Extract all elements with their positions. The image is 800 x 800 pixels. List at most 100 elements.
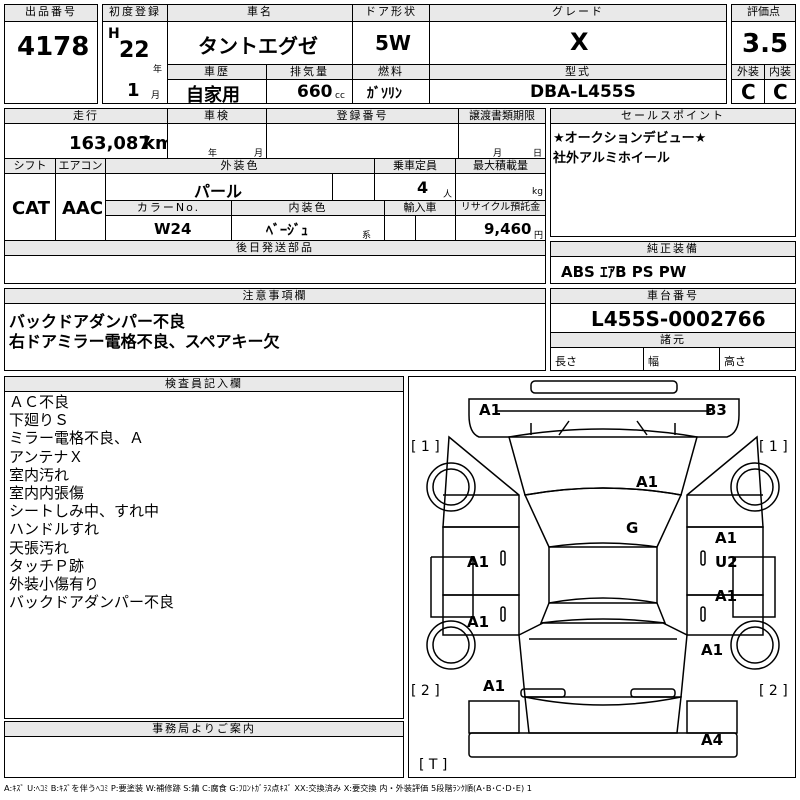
notes-label: 注意事項欄 [4,288,546,304]
mileage-unit: km [143,133,167,154]
equip: ABS ｴｱB PS PW [561,263,687,281]
mark-right-front-door: A1 [715,529,738,547]
fuel-label: 燃料 [352,64,430,80]
int-score: C [773,80,788,104]
equip-label: 純正装備 [550,241,796,257]
mid-block: 走行 163,087 km 車検 年 月 登録番号 譲渡書類期限 月 日 シフト… [4,108,546,284]
inspection-label: 車検 [167,108,267,124]
recycle-label: リサイクル預託金 [455,200,546,216]
notes-line-1: バックドアダンパー不良 [9,312,186,331]
inspector-line: 天張汚れ [9,538,70,557]
shift-cell: CAT [4,173,56,241]
car-diagram: [ 1 ] [ 1 ] [ 2 ] [ 2 ] [ T ] A1 B3 A1 G… [408,376,796,778]
model: DBA-L455S [530,82,636,102]
intcolor-unit: 系 [362,231,372,241]
inspector-line: バックドアダンパー不良 [9,593,175,612]
sales-line-1: ★オークションデビュー★ [553,131,707,146]
intcolor-label: 内装色 [231,200,385,216]
history: 自家用 [186,85,240,104]
transfer-label: 譲渡書類期限 [458,108,546,124]
fuel: ｶﾞｿﾘﾝ [367,86,402,102]
seats: 4 [417,178,429,197]
transfer-day-unit: 日 [533,149,543,159]
seats-cell: 4 人 [374,173,456,201]
import-cell-2 [415,215,456,241]
int-label: 内装 [764,64,796,80]
inspector-line: 外装小傷有り [9,575,100,594]
inspector-line: タッチＰ跡 [9,556,85,575]
width-label: 幅 [648,355,659,368]
inspector-line: ミラー電格不良、Ａ [9,429,145,448]
history-label: 車歴 [167,64,267,80]
mileage-cell: 163,087 km [4,123,168,159]
colorno-label: カラーNo. [105,200,232,216]
recycle: 9,460 [484,220,532,238]
mark-right-front-door-2: U2 [715,553,738,571]
shift: CAT [12,198,51,219]
tire-label-fl: [ 1 ] [411,439,440,455]
height-label: 高さ [724,355,746,368]
insp-year-unit: 年 [208,149,218,159]
lot-label: 出品番号 [4,4,98,22]
reg-month: 1 [127,80,140,101]
disp-unit: cc [335,91,345,101]
header-block: 出品番号 4178 初度登録 H 22 年 1 月 車名 タントエグゼ ドア形状… [4,4,796,104]
door-type: 5W [375,31,411,55]
era: H [108,26,120,42]
transfer-cell: 月 日 [458,123,546,159]
intcolor-cell: ﾍﾞｰｼﾞｭ 系 [231,215,385,241]
mark-front-left: A1 [479,401,502,419]
year-unit: 年 [153,65,163,75]
colorno: W24 [154,220,192,238]
tire-label-spare: [ T ] [419,757,448,773]
mark-rear-bumper: A4 [701,731,724,749]
tire-label-fr: [ 1 ] [759,439,788,455]
seats-label: 乗車定員 [374,158,456,174]
length-label: 長さ [555,355,577,368]
mark-right-quarter: A1 [701,641,724,659]
width-cell: 幅 [643,347,720,371]
chassis-cell: L455S-0002766 [550,303,796,333]
dims-label: 諸元 [550,332,796,348]
office-cell [4,736,404,778]
model-label: 型式 [429,64,727,80]
mileage: 163,087 [69,133,151,154]
reg-label: 初度登録 [102,4,168,22]
insp-month-unit: 月 [254,149,264,159]
score-cell: 3.5 [731,21,796,65]
int-cell: C [764,79,796,104]
door-label: ドア形状 [352,4,430,22]
name-cell: タントエグゼ [167,21,353,65]
regno-label: 登録番号 [266,108,459,124]
office-label: 事務局よりご案内 [4,721,404,737]
name-label: 車名 [167,4,353,22]
score: 3.5 [742,29,789,59]
recycle-unit: 円 [534,231,544,241]
mark-left-rear-door: A1 [467,613,490,631]
load-label: 最大積載量 [455,158,546,174]
grade: X [570,28,589,56]
inspector-line: 下廻りＳ [9,411,70,430]
length-cell: 長さ [550,347,644,371]
later-cell [4,255,546,284]
transfer-month-unit: 月 [493,149,503,159]
intcolor: ﾍﾞｰｼﾞｭ [266,223,308,239]
inspector-line: アンテナＸ [9,447,84,466]
model-cell: DBA-L455S [429,79,727,104]
mark-hood: A1 [636,473,659,491]
shift-label: シフト [4,158,56,174]
month-unit: 月 [151,91,161,101]
mark-windshield: G [626,519,639,537]
sales-label: セールスポイント [550,108,796,124]
inspector-line: 室内内張傷 [9,484,85,503]
mark-left-quarter: A1 [483,677,506,695]
legend: A:ｷｽﾞ U:ﾍｺﾐ B:ｷｽﾞを伴うﾍｺﾐ P:要塗装 W:補修跡 S:錆 … [4,783,532,793]
disp-label: 排気量 [266,64,353,80]
lot-number: 4178 [17,32,90,62]
ext-cell: C [731,79,765,104]
mark-right-rear-door: A1 [715,587,738,605]
later-label: 後日発送部品 [4,240,546,256]
mileage-label: 走行 [4,108,168,124]
notes-line-2: 右ドアミラー電格不良、スペアキー欠 [9,332,280,351]
